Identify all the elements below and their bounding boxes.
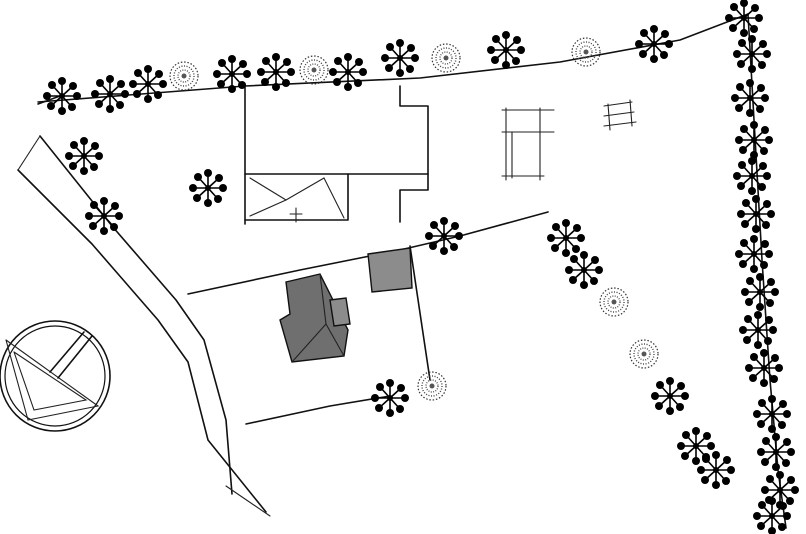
palm-tree-icon [90,74,130,114]
tree-group-garden [370,371,447,418]
palm-tree-icon [744,348,784,388]
palm-tree-icon [42,76,82,116]
palm-tree-icon [738,310,778,350]
palm-tree-icon [732,34,772,74]
shrub-icon [571,37,601,67]
main-house [244,83,429,225]
palm-tree-icon [736,194,776,234]
palm-tree-icon [424,216,464,256]
plot-division [187,211,549,425]
palm-tree-icon [724,0,764,38]
palm-tree-icon [380,38,420,78]
palm-tree-icon [740,272,780,312]
palm-tree-icon [752,394,792,434]
palm-tree-icon [546,218,586,258]
palm-tree-icon [328,52,368,92]
palm-tree-icon [732,156,772,196]
new-building [279,247,413,363]
shrub-icon [417,371,447,401]
palm-tree-icon [752,496,792,534]
shrub-icon [629,339,659,369]
shrub-icon [169,61,199,91]
tree-row-left [64,136,228,236]
palm-tree-icon [188,168,228,208]
tree-row-diagonal [424,216,736,490]
steps [603,99,637,131]
palm-tree-icon [370,378,410,418]
palm-tree-icon [84,196,124,236]
shrub-icon [599,287,629,317]
palm-tree-icon [564,250,604,290]
palm-tree-icon [730,78,770,118]
palm-tree-icon [650,376,690,416]
palm-tree-icon [734,120,774,160]
palm-tree-icon [634,24,674,64]
palm-tree-icon [128,64,168,104]
shrub-icon [299,55,329,85]
north-arrow-icon [0,320,111,432]
shrub-icon [431,43,461,73]
palm-tree-icon [760,470,800,510]
tree-row-top [42,24,674,116]
palm-tree-icon [486,30,526,70]
palm-tree-icon [64,136,104,176]
palm-tree-icon [756,432,796,472]
palm-tree-icon [734,234,774,274]
tree-row-right [724,0,800,534]
pavilion [501,107,555,181]
